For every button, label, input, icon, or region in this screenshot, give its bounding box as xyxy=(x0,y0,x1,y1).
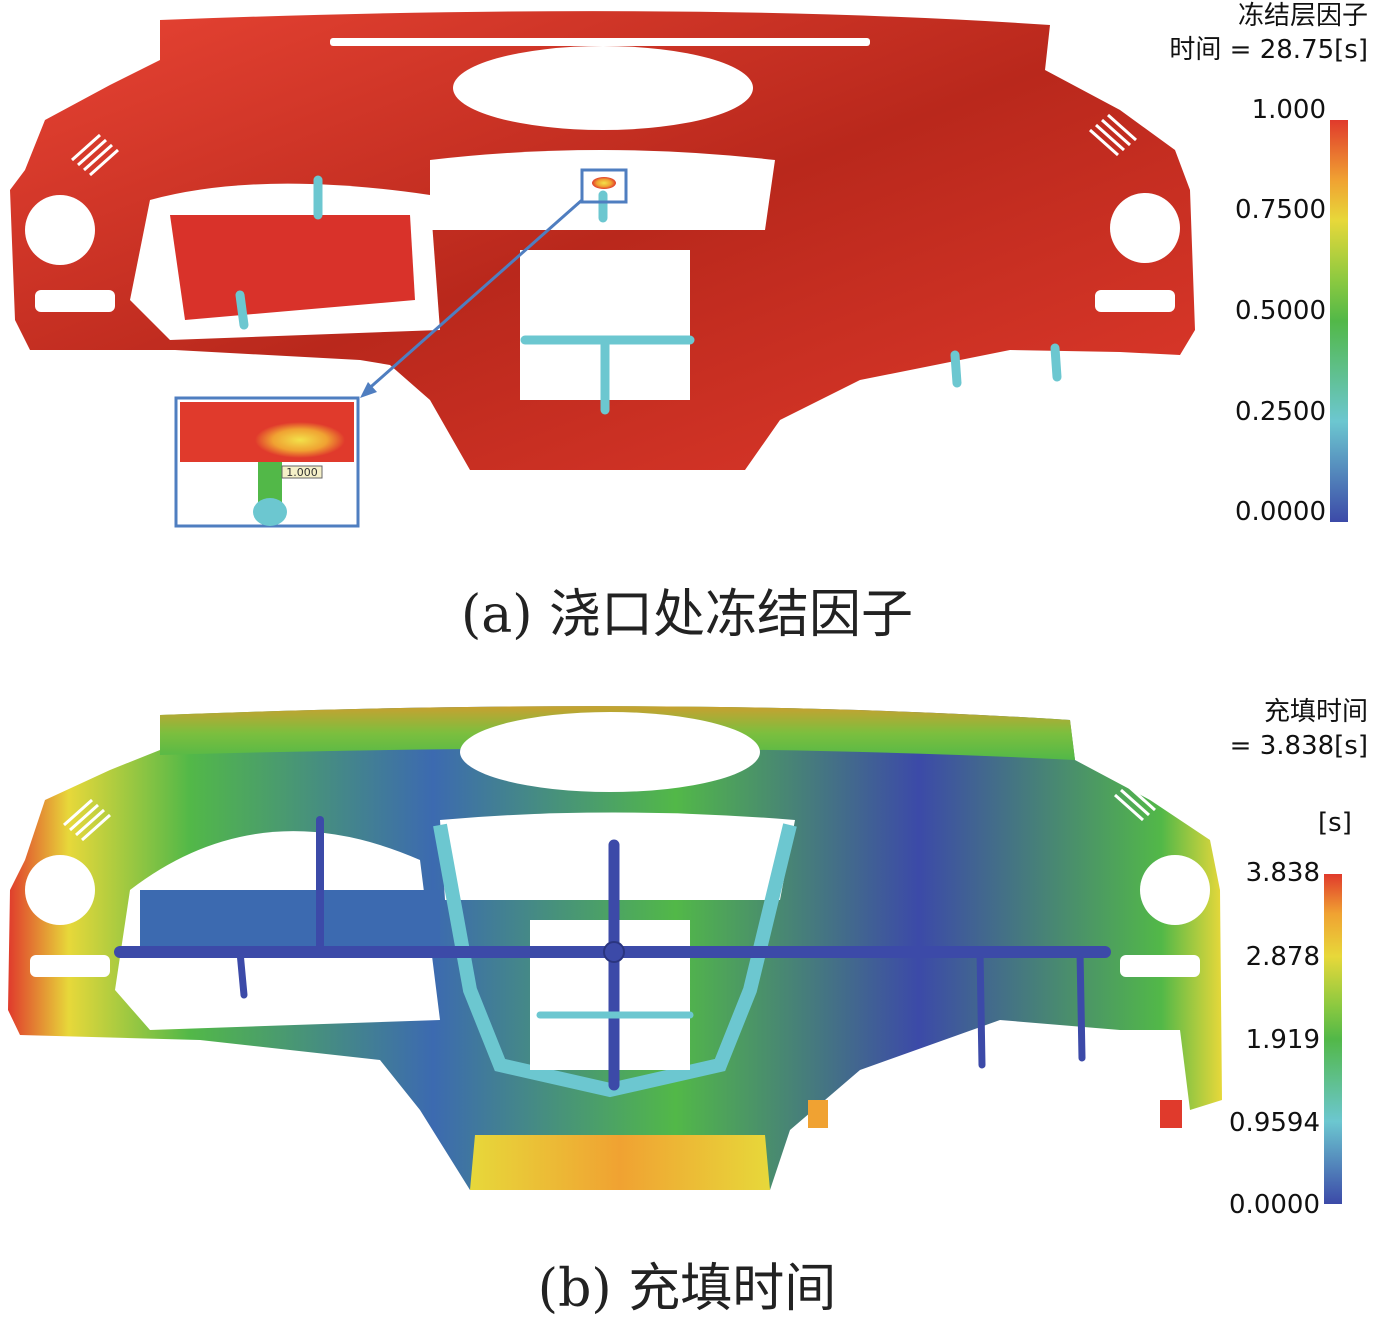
runner-system xyxy=(235,175,1062,415)
panel-freeze-factor: 1.000 冻结层因子 时间 = 28.75[s] 1.000 0.7500 0… xyxy=(0,0,1374,650)
legend-title-a-line1: 冻结层因子 xyxy=(1237,1,1368,31)
colorbar-unit: [s] xyxy=(1318,808,1352,838)
cluster-frame xyxy=(170,215,415,320)
tick-b-0: 3.838 xyxy=(1245,858,1320,888)
left-round-vent xyxy=(25,855,95,925)
dashboard-model-filltime xyxy=(8,706,1222,1190)
tick-a-0: 1.000 xyxy=(1251,95,1326,125)
upper-cutout xyxy=(453,46,753,130)
left-slot xyxy=(35,290,115,312)
gate-zoom-inset: 1.000 xyxy=(174,396,360,528)
right-round-vent xyxy=(1140,855,1210,925)
tick-b-1: 2.878 xyxy=(1245,942,1320,972)
right-clip xyxy=(1160,1100,1182,1128)
zoom-arrow-head xyxy=(360,382,377,398)
right-slot xyxy=(1120,955,1200,977)
center-clip xyxy=(808,1100,828,1128)
right-louver xyxy=(1114,778,1162,822)
dashboard-model-freeze: 1.000 xyxy=(10,11,1195,528)
tick-b-2: 1.919 xyxy=(1245,1025,1320,1055)
bottom-bracket xyxy=(470,1135,770,1190)
tick-a-1: 0.7500 xyxy=(1235,195,1326,225)
colorbar-freeze xyxy=(1330,120,1348,522)
left-round-vent xyxy=(25,195,95,265)
gate-hotspot xyxy=(592,177,616,189)
right-round-vent xyxy=(1110,193,1180,263)
panel-fill-time: 充填时间 = 3.838[s] [s] 3.838 2.878 1.919 0.… xyxy=(0,690,1374,1319)
left-louver xyxy=(71,133,119,177)
upper-cutout xyxy=(460,712,760,792)
top-vent xyxy=(330,38,870,46)
cluster-frame xyxy=(140,890,440,950)
gate-highlight-box xyxy=(580,168,628,204)
tick-b-3: 0.9594 xyxy=(1229,1108,1320,1138)
legend-title-a-line2: 时间 = 28.75[s] xyxy=(1169,35,1368,65)
legend-title-b-line2: = 3.838[s] xyxy=(1229,731,1368,761)
dashboard-body xyxy=(10,11,1195,470)
legend-title-b-line1: 充填时间 xyxy=(1263,697,1368,727)
right-louver xyxy=(1089,113,1137,157)
center-opening xyxy=(430,150,775,230)
console-frame xyxy=(433,823,797,1098)
inset-value-label: 1.000 xyxy=(286,466,318,479)
right-slot xyxy=(1095,290,1175,312)
tick-a-2: 0.5000 xyxy=(1235,296,1326,326)
left-louver xyxy=(63,798,111,842)
sprue-junction xyxy=(603,941,625,963)
zoom-arrow xyxy=(364,198,583,394)
left-slot xyxy=(30,955,110,977)
tick-b-4: 0.0000 xyxy=(1229,1190,1320,1220)
tick-a-4: 0.0000 xyxy=(1235,497,1326,527)
tick-a-3: 0.2500 xyxy=(1235,397,1326,427)
caption-a: (a) 浇口处冻结因子 xyxy=(460,585,914,645)
colorbar-filltime xyxy=(1324,874,1342,1204)
caption-b: (b) 充填时间 xyxy=(537,1259,837,1319)
